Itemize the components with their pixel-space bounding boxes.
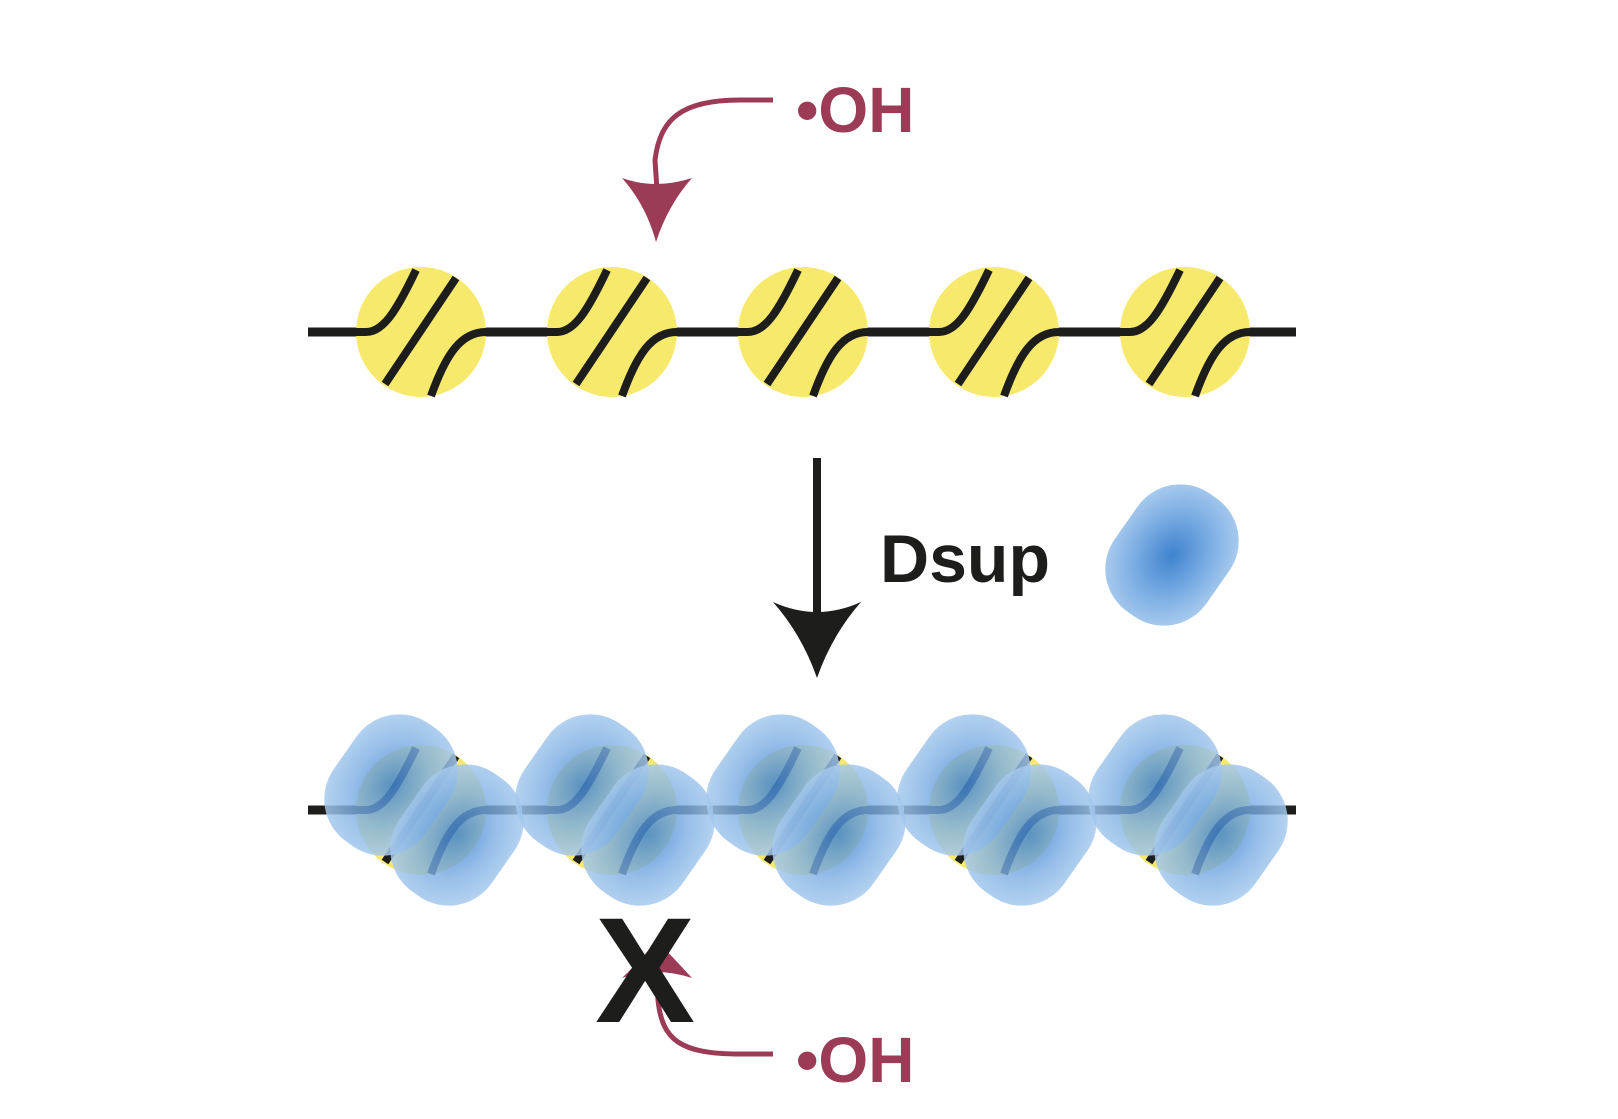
blocked-arrowhead	[622, 940, 692, 978]
top-nucleosome-5	[1095, 267, 1285, 398]
process-arrowhead	[773, 602, 861, 678]
dsup-protein-bound	[963, 764, 1097, 906]
dsup-addition-group: Dsup	[773, 458, 1239, 678]
bottom-nucleosome-5	[1088, 714, 1288, 906]
dna-wrap-exit	[427, 328, 521, 398]
dna-wrap-middle	[1145, 275, 1224, 387]
dna-wrap-exit	[1000, 328, 1094, 398]
dna-wrap-entry	[331, 268, 420, 336]
dna-wrap-exit	[618, 328, 712, 398]
dna-wrap-middle	[763, 275, 842, 387]
hydroxyl-radical-label-top: •OH	[796, 74, 914, 146]
attack-arrow-curve	[652, 97, 773, 191]
top-nucleosome-2	[522, 267, 712, 398]
blocked-x-mark: X	[595, 886, 695, 1054]
dsup-label: Dsup	[880, 521, 1050, 597]
bottom-nucleosome-2	[515, 714, 715, 906]
dna-wrap-entry	[522, 268, 611, 336]
blocked-arrow-curve	[654, 974, 773, 1057]
top-nucleosome-1	[331, 267, 521, 398]
dna-wrap-entry	[1095, 268, 1184, 336]
bottom-nucleosome-3	[706, 714, 906, 906]
dsup-protein-bound	[581, 764, 715, 906]
bottom-nucleosome-4	[897, 714, 1097, 906]
dna-wrap-entry	[713, 268, 802, 336]
top-nucleosome-4	[904, 267, 1094, 398]
bare-chromatin-fiber	[308, 267, 1296, 398]
dsup-protein-bound	[772, 764, 906, 906]
dsup-protein-icon	[1105, 484, 1239, 626]
dna-wrap-middle	[572, 275, 651, 387]
bottom-nucleosome-1	[324, 714, 524, 906]
dna-wrap-entry	[904, 268, 993, 336]
dna-wrap-exit	[809, 328, 903, 398]
top-radical-group: •OH	[622, 74, 914, 242]
blocked-radical-group: X •OH	[595, 886, 914, 1096]
dsup-protein-bound	[390, 764, 524, 906]
top-nucleosome-3	[713, 267, 903, 398]
dna-wrap-middle	[381, 275, 460, 387]
hydroxyl-radical-label-bottom: •OH	[796, 1024, 914, 1096]
dsup-protein-bound	[1154, 764, 1288, 906]
dna-wrap-exit	[1191, 328, 1285, 398]
attack-arrowhead	[622, 178, 692, 242]
dna-wrap-middle	[954, 275, 1033, 387]
dsup-bound-chromatin-fiber	[308, 714, 1296, 906]
